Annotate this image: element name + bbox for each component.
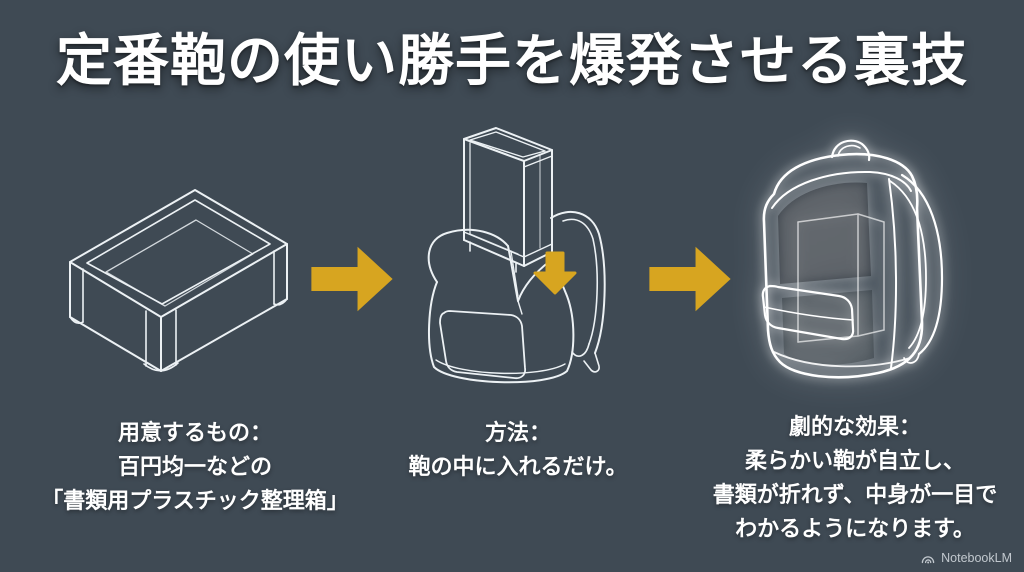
caption-line: 「書類用プラスチック整理箱」: [41, 488, 349, 513]
page-title: 定番鞄の使い勝手を爆発させる裏技: [56, 29, 968, 92]
box-into-backpack-illustration: [427, 127, 606, 384]
step-1-caption: 用意するもの： 百円均一などの 「書類用プラスチック整理箱」: [30, 416, 360, 518]
notebooklm-logo-icon: [921, 555, 935, 563]
caption-line: 柔らかい鞄が自立し、: [744, 448, 965, 473]
caption-line: 劇的な効果：: [788, 414, 921, 439]
notebooklm-watermark: NotebookLM: [920, 551, 1012, 565]
glowing-backpack-illustration: [761, 139, 944, 379]
arrow-right-icon: [311, 246, 393, 312]
caption-line: 方法：: [484, 420, 551, 445]
caption-line: 書類が折れず、中身が一目で: [712, 482, 998, 507]
caption-line: 鞄の中に入れるだけ。: [408, 454, 628, 479]
arrow-down-icon: [533, 251, 577, 295]
step-2-caption: 方法： 鞄の中に入れるだけ。: [368, 416, 668, 484]
step-3-caption: 劇的な効果： 柔らかい鞄が自立し、 書類が折れず、中身が一目で わかるようになり…: [690, 410, 1020, 546]
watermark-label: NotebookLM: [941, 551, 1012, 565]
caption-line: わかるようになります。: [735, 516, 975, 541]
arrow-right-icon: [649, 246, 731, 312]
plastic-box-illustration: [69, 189, 288, 372]
caption-line: 百円均一などの: [117, 454, 272, 479]
caption-line: 用意するもの：: [117, 420, 272, 445]
